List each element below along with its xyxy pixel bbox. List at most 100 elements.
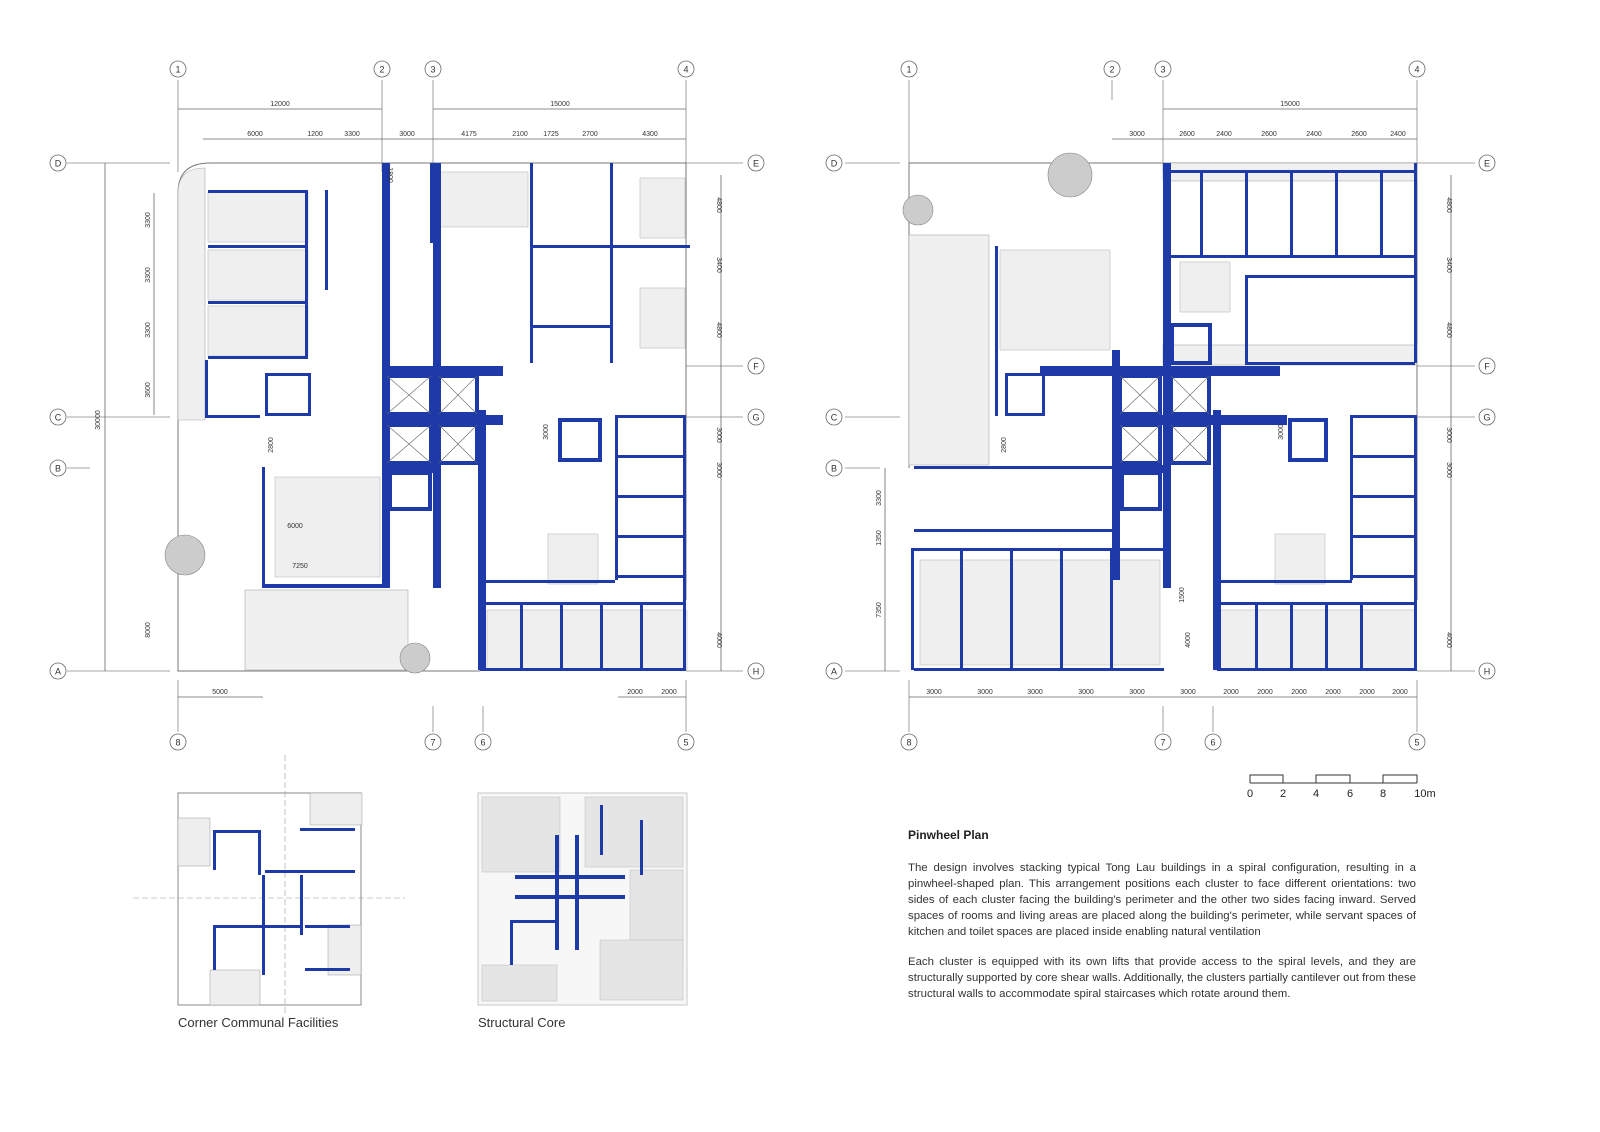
dimension-label: 3000 <box>926 689 942 696</box>
right-floor-plan: 12348765DCBAEFGH150003000260024002600240… <box>825 60 1496 800</box>
dimension-label: 1500 <box>1179 587 1186 603</box>
dimension-label: 1800 <box>386 167 393 183</box>
dimension-label: 2400 <box>1390 131 1406 138</box>
scale-bar <box>1249 774 1418 784</box>
grid-bubble-label: H <box>753 667 760 677</box>
grid-bubble <box>747 357 765 375</box>
grid-bubble <box>424 60 442 78</box>
grid-bubble-label: E <box>753 159 759 169</box>
dimension-label: 2000 <box>1325 689 1341 696</box>
cross-marks <box>386 375 478 464</box>
grid-bubble-label: C <box>55 413 62 423</box>
grid-bubble <box>1103 60 1121 78</box>
grid-bubble <box>474 733 492 751</box>
grid-bubble-label: 8 <box>175 738 180 748</box>
scale-tick-label: 4 <box>1313 788 1319 800</box>
grid-bubble <box>373 60 391 78</box>
communal-facilities-diagram <box>133 755 405 1015</box>
grid-bubble-label: 5 <box>1414 738 1419 748</box>
grid-bubble-label: 4 <box>683 65 688 75</box>
grid-bubble <box>1154 60 1172 78</box>
grid-lines <box>845 80 1475 732</box>
scale-tick-label: 8 <box>1380 788 1386 800</box>
grid-bubble <box>424 733 442 751</box>
dimension-label: 1725 <box>543 131 559 138</box>
grid-bubble <box>1478 154 1496 172</box>
grid-bubble-label: F <box>753 362 759 372</box>
dimension-label: 3000 <box>543 424 550 440</box>
grid-bubble-label: B <box>55 464 61 474</box>
ramp <box>908 162 1418 466</box>
grid-bubble-label: 3 <box>430 65 435 75</box>
grid-bubble-label: 5 <box>683 738 688 748</box>
dimension-label: 3000 <box>977 689 993 696</box>
grid-bubble-label: A <box>55 667 61 677</box>
dimension-label: 8000 <box>145 622 152 638</box>
grid-bubble-label: 3 <box>1160 65 1165 75</box>
grid-bubble <box>169 733 187 751</box>
dimension-lines <box>884 108 1452 698</box>
grid-bubble <box>1478 408 1496 426</box>
dimension-label: 4800 <box>1445 197 1452 213</box>
dimension-label: 3000 <box>1180 689 1196 696</box>
dimension-label: 2400 <box>1216 131 1232 138</box>
grid-bubble <box>1408 60 1426 78</box>
grid-bubble-label: G <box>752 413 759 423</box>
dimension-label: 7350 <box>876 602 883 618</box>
dimension-label: 3300 <box>145 212 152 228</box>
dimension-label: 2000 <box>1392 689 1408 696</box>
dimension-label: 6000 <box>247 131 263 138</box>
description-panel: Pinwheel Plan The design involves stacki… <box>908 827 1416 1016</box>
grid-bubble <box>49 408 67 426</box>
dimension-label: 4000 <box>1185 632 1192 648</box>
grid-bubble <box>1204 733 1222 751</box>
grid-bubble <box>900 60 918 78</box>
left-floor-plan: 12348765DCBAEFGH120001500060001200330030… <box>49 60 765 751</box>
dimension-label: 4175 <box>461 131 477 138</box>
scale-tick-label: 10m <box>1414 788 1435 800</box>
dimension-label: 4000 <box>715 632 722 648</box>
grid-bubble-label: H <box>1484 667 1491 677</box>
grid-bubble <box>825 154 843 172</box>
grid-bubble-label: 1 <box>906 65 911 75</box>
dimension-label: 2400 <box>1306 131 1322 138</box>
grid-bubble <box>825 459 843 477</box>
dimension-label: 3000 <box>715 462 722 478</box>
dimension-label: 3000 <box>1027 689 1043 696</box>
scale-tick-label: 2 <box>1280 788 1286 800</box>
grid-bubble-label: F <box>1484 362 1490 372</box>
dimension-label: 15000 <box>550 101 570 108</box>
dimension-label: 3300 <box>344 131 360 138</box>
grid-bubble <box>825 408 843 426</box>
paragraph-1: The design involves stacking typical Ton… <box>908 862 1416 938</box>
dimension-label: 3400 <box>1445 257 1452 273</box>
dimension-label: 2000 <box>1223 689 1239 696</box>
dimension-label: 7250 <box>292 563 308 570</box>
dimension-label: 2000 <box>1257 689 1273 696</box>
grid-bubble <box>747 154 765 172</box>
tree-icon <box>902 152 1093 226</box>
grid-bubble-label: A <box>831 667 837 677</box>
dimension-label: 3000 <box>1445 462 1452 478</box>
cross-marks <box>1119 375 1210 464</box>
dimension-label: 3000 <box>1445 427 1452 443</box>
grid-bubble <box>825 662 843 680</box>
dimension-label: 2000 <box>1291 689 1307 696</box>
grid-bubble-label: E <box>1484 159 1490 169</box>
grid-bubble <box>1478 357 1496 375</box>
grid-lines <box>67 80 743 732</box>
dimension-label: 3400 <box>715 257 722 273</box>
dimension-label: 3300 <box>145 322 152 338</box>
dimension-label: 1200 <box>307 131 323 138</box>
grid-bubble <box>49 459 67 477</box>
dimension-label: 2000 <box>627 689 643 696</box>
paragraph-2: Each cluster is equipped with its own li… <box>908 956 1416 1000</box>
scale-tick-label: 6 <box>1347 788 1353 800</box>
dimension-label: 3000 <box>1129 131 1145 138</box>
grid-bubble <box>747 408 765 426</box>
dimension-label: 2600 <box>1351 131 1367 138</box>
grid-bubble-label: G <box>1483 413 1490 423</box>
grid-bubble-label: D <box>55 159 62 169</box>
dimension-label: 3300 <box>876 490 883 506</box>
dimension-label: 15000 <box>1280 101 1300 108</box>
